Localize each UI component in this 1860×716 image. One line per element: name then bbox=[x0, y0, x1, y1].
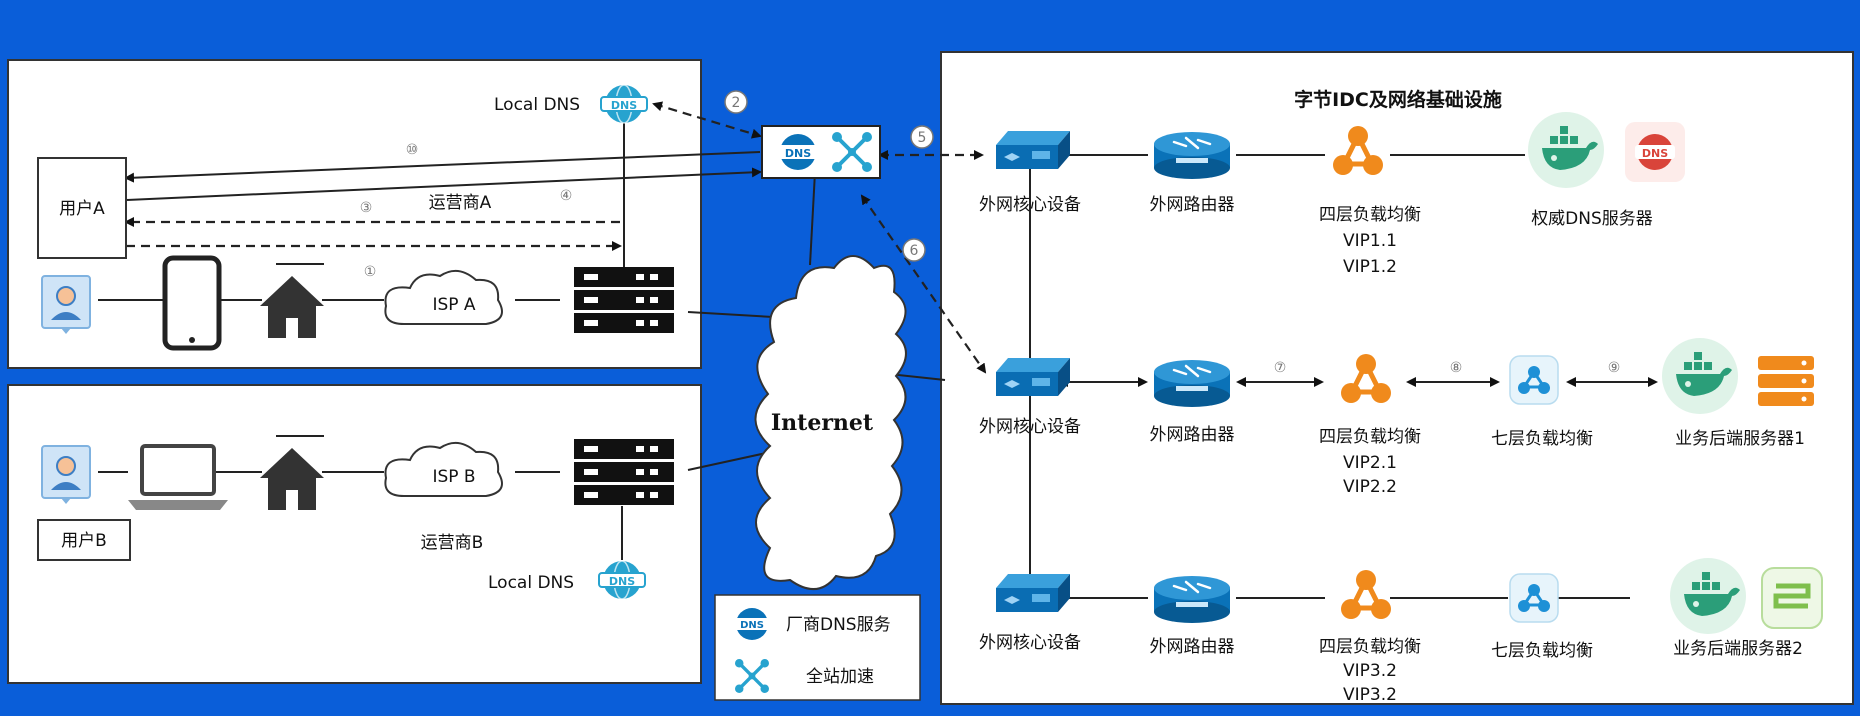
backend1-docker-icon bbox=[1662, 338, 1738, 414]
svg-text:DNS: DNS bbox=[611, 99, 637, 112]
vip-2-2: VIP2.2 bbox=[1343, 477, 1397, 497]
user-a-label: 用户A bbox=[59, 199, 105, 219]
vip-1-1: VIP1.1 bbox=[1343, 231, 1397, 251]
backend2-label: 业务后端服务器2 bbox=[1673, 639, 1803, 659]
flow-2-arrow bbox=[652, 101, 762, 139]
legend-dns-icon: DNS bbox=[734, 608, 770, 640]
backend1-server-icon bbox=[1758, 356, 1814, 406]
auth-dns-icon: DNS bbox=[1625, 122, 1685, 182]
internet-cloud bbox=[754, 255, 907, 590]
step-1: ① bbox=[364, 264, 377, 280]
dns-b-icon: DNS bbox=[598, 560, 646, 600]
carrier-a-label: 运营商A bbox=[429, 193, 492, 213]
isp-b-cloud-label: ISP B bbox=[432, 467, 475, 487]
step-3: ③ bbox=[360, 200, 373, 216]
step-10: ⑩ bbox=[406, 142, 419, 158]
router-2-icon bbox=[1152, 358, 1232, 409]
legend-acceleration-label: 全站加速 bbox=[806, 667, 874, 687]
dns-a-icon: DNS bbox=[600, 84, 648, 124]
l7-lb-3-label: 七层负载均衡 bbox=[1491, 641, 1593, 661]
user-b-label: 用户B bbox=[61, 531, 107, 551]
step-4: ④ bbox=[560, 188, 573, 204]
router-1-label: 外网路由器 bbox=[1150, 195, 1235, 215]
auth-dns-label: 权威DNS服务器 bbox=[1531, 209, 1653, 229]
core-device-1-icon bbox=[996, 131, 1070, 169]
auth-dns-docker-icon bbox=[1528, 112, 1604, 188]
idc-title: 字节IDC及网络基础设施 bbox=[1294, 88, 1502, 111]
backend1-label: 业务后端服务器1 bbox=[1675, 429, 1805, 449]
router-2-label: 外网路由器 bbox=[1150, 425, 1235, 445]
vip-3-2: VIP3.2 bbox=[1343, 685, 1397, 705]
watermark-text: 掘金技术社区 @ 用户816541284496 bbox=[1443, 666, 1840, 692]
svg-text:DNS: DNS bbox=[740, 620, 764, 631]
router-3-icon bbox=[1152, 574, 1232, 625]
step-8: ⑧ bbox=[1450, 360, 1463, 376]
l4-lb-1-label: 四层负载均衡 bbox=[1319, 205, 1421, 225]
local-dns-a-label: Local DNS bbox=[494, 95, 580, 115]
svg-text:DNS: DNS bbox=[785, 147, 811, 160]
flow-4-arrow bbox=[125, 167, 762, 201]
backend2-server-icon bbox=[1761, 567, 1823, 629]
backend2-docker-icon bbox=[1670, 558, 1746, 634]
core-device-1-label: 外网核心设备 bbox=[979, 195, 1081, 215]
user-b-avatar-icon bbox=[41, 445, 91, 505]
server-rack-a-icon bbox=[574, 267, 674, 333]
step-9: ⑨ bbox=[1608, 360, 1621, 376]
server-rack-b-icon bbox=[574, 439, 674, 505]
router-3-label: 外网路由器 bbox=[1150, 637, 1235, 657]
l7-lb-2-label: 七层负载均衡 bbox=[1491, 429, 1593, 449]
step-6: 6 bbox=[910, 243, 919, 259]
user-a-avatar-icon bbox=[41, 275, 91, 335]
l4-lb-2-label: 四层负载均衡 bbox=[1319, 427, 1421, 447]
core-device-3-icon bbox=[996, 574, 1070, 612]
step-7: ⑦ bbox=[1274, 360, 1287, 376]
vendor-dns-icon: DNS bbox=[778, 134, 818, 170]
legend-vendor-dns-label: 厂商DNS服务 bbox=[786, 615, 891, 635]
core-device-2-icon bbox=[996, 358, 1070, 396]
step-5: 5 bbox=[918, 130, 927, 146]
user-a-box bbox=[37, 157, 127, 259]
local-dns-b-label: Local DNS bbox=[488, 573, 574, 593]
laptop-icon bbox=[128, 444, 228, 510]
l7-lb-2-icon bbox=[1508, 354, 1560, 406]
internet-label: Internet bbox=[771, 410, 874, 436]
l7-lb-3-icon bbox=[1508, 572, 1560, 624]
vip-3-1: VIP3.2 bbox=[1343, 661, 1397, 681]
carrier-b-label: 运营商B bbox=[421, 533, 484, 553]
l4-lb-3-label: 四层负载均衡 bbox=[1319, 637, 1421, 657]
step-2: 2 bbox=[732, 95, 741, 111]
isp-a-cloud-label: ISP A bbox=[432, 295, 475, 315]
vip-2-1: VIP2.1 bbox=[1343, 453, 1397, 473]
svg-text:DNS: DNS bbox=[1642, 147, 1668, 160]
router-1-icon bbox=[1152, 130, 1232, 181]
flow-6-arrow bbox=[860, 194, 987, 374]
svg-text:DNS: DNS bbox=[609, 575, 635, 588]
core-device-3-label: 外网核心设备 bbox=[979, 633, 1081, 653]
user-b-box bbox=[37, 519, 131, 561]
phone-icon bbox=[162, 255, 222, 351]
core-device-2-label: 外网核心设备 bbox=[979, 417, 1081, 437]
vip-1-2: VIP1.2 bbox=[1343, 257, 1397, 277]
flow-10-arrow bbox=[124, 151, 761, 183]
